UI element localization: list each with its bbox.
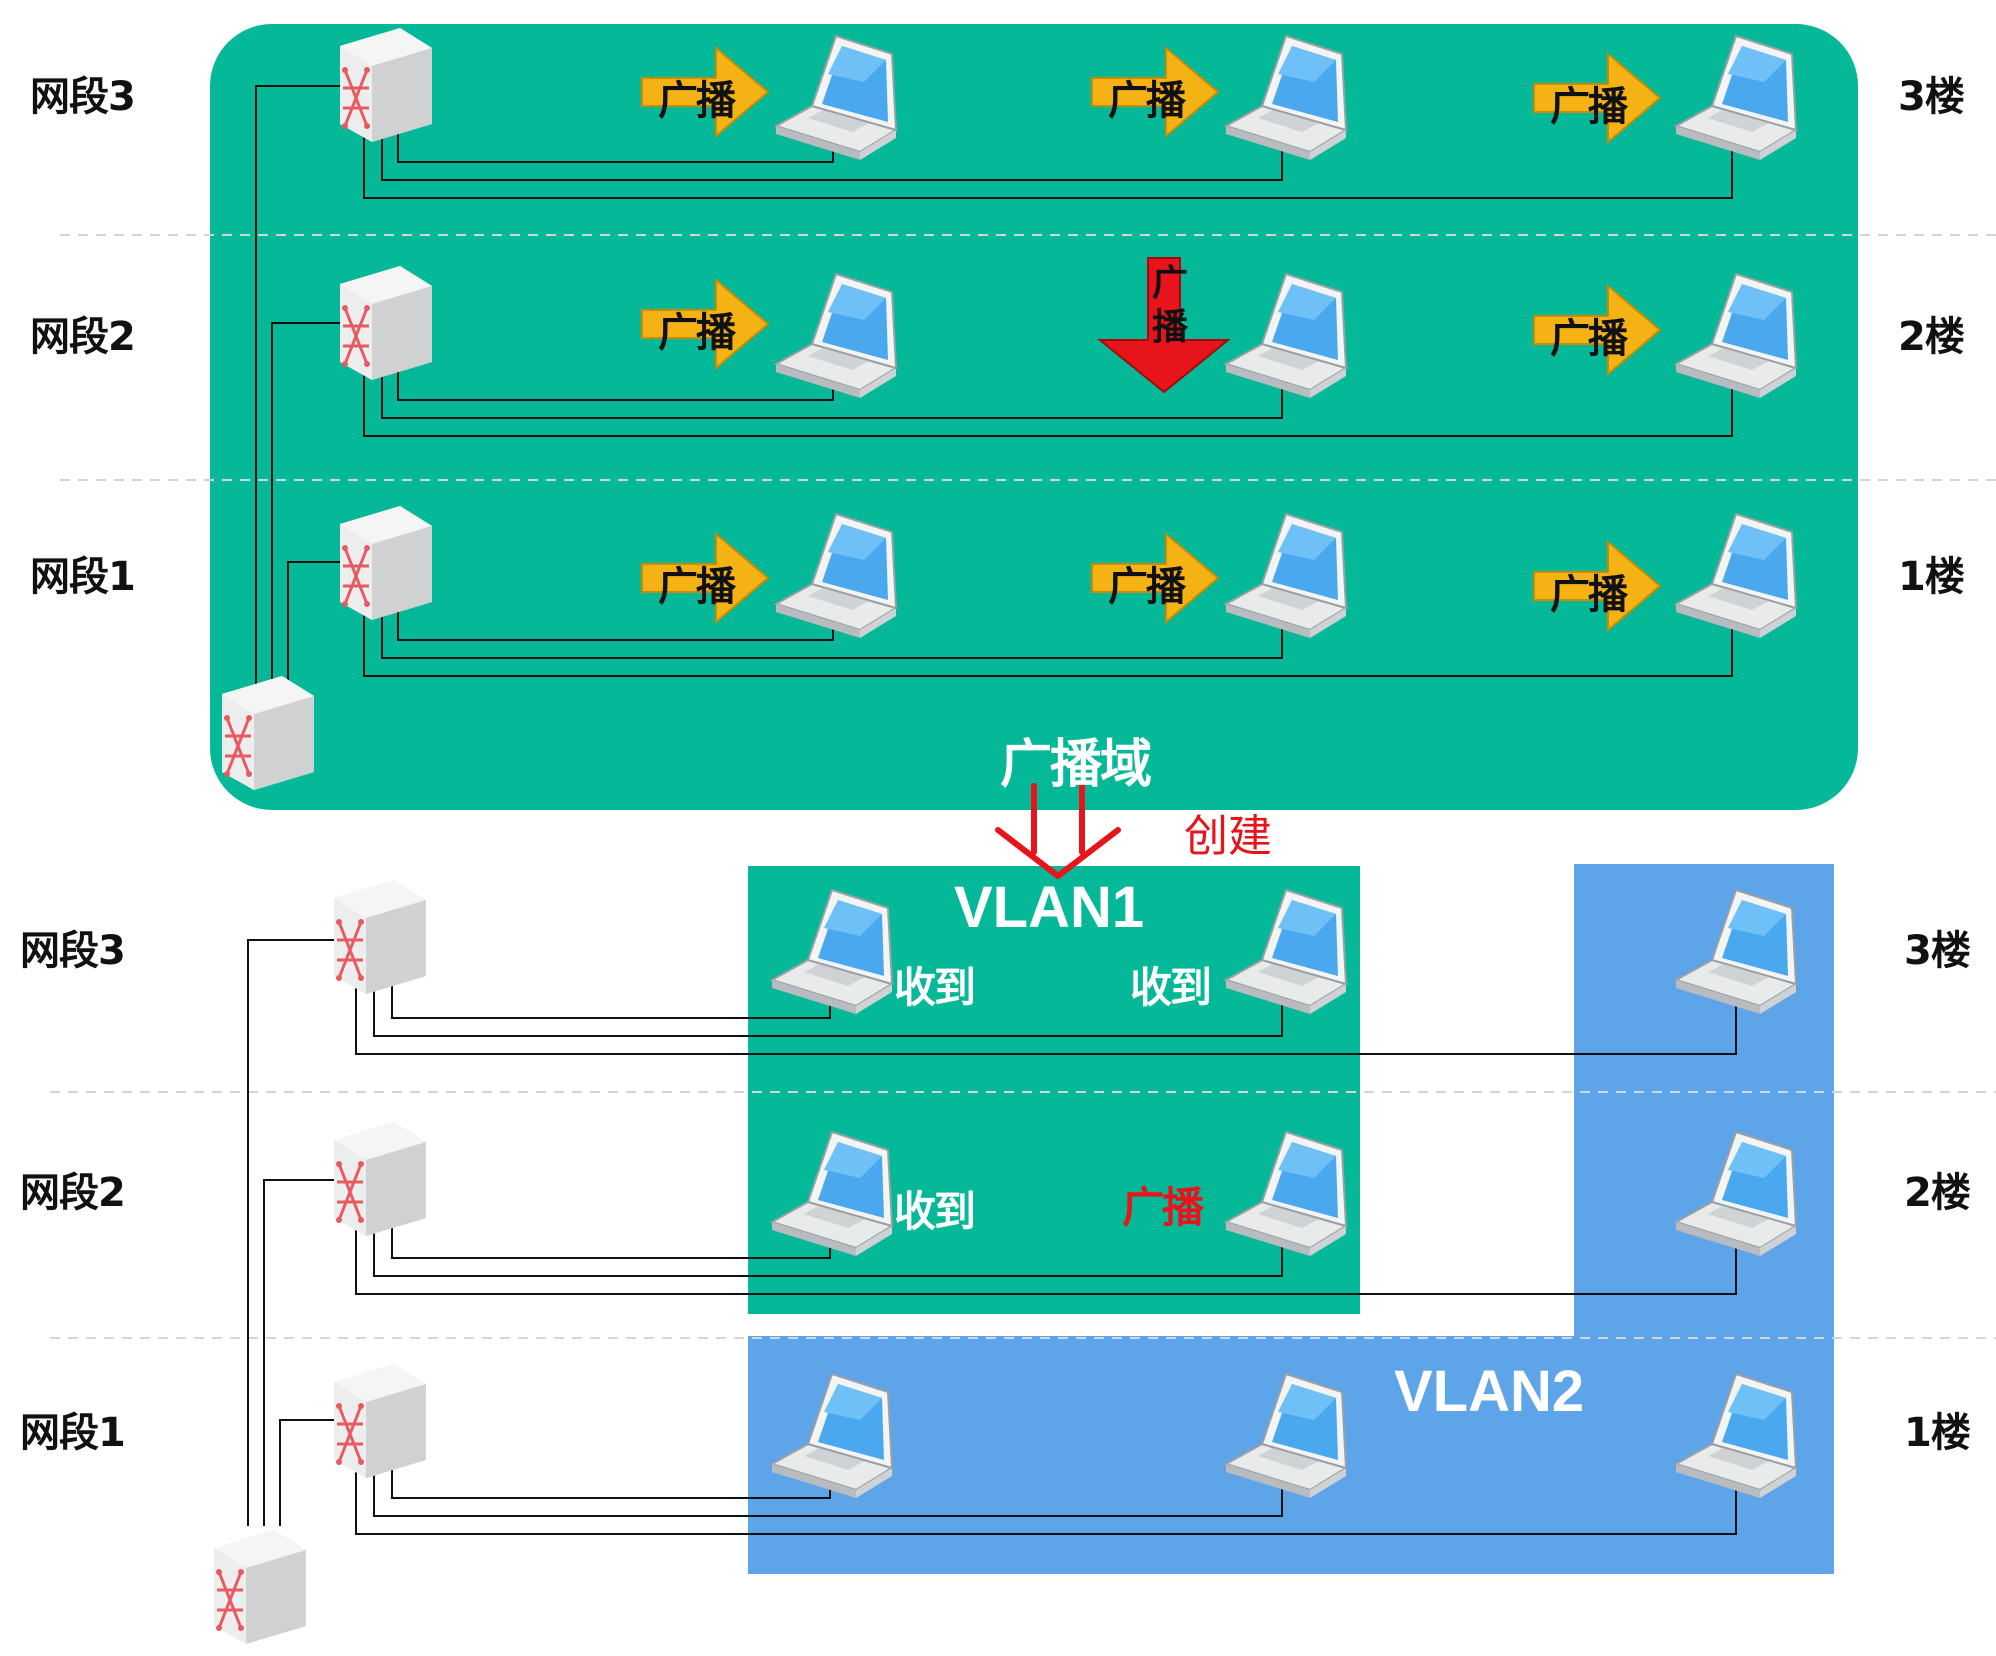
broadcast-label: 广播: [658, 564, 736, 610]
cable: [397, 358, 834, 401]
cable: [381, 598, 1283, 659]
right-arrow-icon: 广播: [1090, 526, 1225, 636]
segment-label: 网段2: [30, 314, 136, 360]
received-label: 收到: [894, 1187, 976, 1236]
cable: [397, 598, 834, 641]
uplink-cable: [247, 939, 334, 1526]
cable: [355, 978, 1737, 1055]
create-label: 创建: [1184, 811, 1272, 862]
cable: [363, 598, 1733, 677]
cable: [397, 120, 834, 163]
right-arrow-icon: 广播: [1090, 40, 1225, 150]
broadcast-domain-label: 广播域: [1000, 735, 1152, 795]
active-broadcast-label: 广播: [1152, 263, 1188, 348]
broadcast-label: 广播: [1550, 572, 1628, 618]
switch-icon: [212, 1528, 308, 1646]
broadcast-label: 广播: [658, 310, 736, 356]
uplink-cable: [263, 1179, 334, 1526]
broadcast-label: 广播: [1122, 1183, 1204, 1232]
floor-label: 3楼: [1904, 928, 1971, 974]
floor-label: 2楼: [1898, 314, 1965, 360]
cable: [373, 978, 1283, 1037]
cable: [381, 358, 1283, 419]
broadcast-label: 广播: [1108, 78, 1186, 124]
vlan2-area: [748, 864, 1834, 1574]
broadcast-label: 广播: [658, 78, 736, 124]
right-arrow-icon: 广播: [1532, 278, 1667, 388]
cable: [363, 120, 1733, 199]
switch-icon: [332, 1120, 428, 1238]
segment-label: 网段1: [30, 554, 136, 600]
segment-label: 网段1: [20, 1410, 126, 1456]
floor-label: 1楼: [1904, 1410, 1971, 1456]
cable: [363, 358, 1733, 437]
uplink-cable: [271, 322, 340, 690]
uplink-cable: [287, 561, 340, 690]
floor-label: 1楼: [1898, 554, 1965, 600]
broadcast-label: 广播: [1108, 564, 1186, 610]
received-label: 收到: [894, 963, 976, 1012]
cable: [391, 1218, 831, 1259]
switch-icon: [332, 878, 428, 996]
cable: [391, 978, 831, 1019]
switch-icon: [338, 504, 434, 622]
broadcast-label: 广播: [1550, 84, 1628, 130]
switch-icon: [338, 26, 434, 144]
right-arrow-icon: 广播: [1532, 46, 1667, 156]
right-arrow-icon: 广播: [1532, 534, 1667, 644]
cable: [391, 1460, 831, 1499]
right-arrow-icon: 广播: [640, 526, 775, 636]
segment-label: 网段2: [20, 1170, 126, 1216]
right-arrow-icon: 广播: [640, 272, 775, 382]
received-label: 收到: [1130, 963, 1212, 1012]
cable: [373, 1460, 1283, 1517]
cable: [355, 1218, 1737, 1295]
uplink-cable: [255, 85, 340, 690]
switch-icon: [332, 1362, 428, 1480]
uplink-cable: [279, 1419, 334, 1526]
cable: [355, 1460, 1737, 1535]
segment-label: 网段3: [30, 74, 136, 120]
cable: [381, 120, 1283, 181]
floor-label: 3楼: [1898, 74, 1965, 120]
vlan1-label: VLAN1: [954, 875, 1145, 940]
down-arrow-icon: [1097, 257, 1231, 394]
cable: [373, 1218, 1283, 1277]
create-arrow-icon: [995, 783, 1121, 879]
vlan2-label: VLAN2: [1394, 1359, 1585, 1424]
right-arrow-icon: 广播: [640, 40, 775, 150]
switch-icon: [220, 674, 316, 792]
floor-label: 2楼: [1904, 1170, 1971, 1216]
segment-label: 网段3: [20, 928, 126, 974]
switch-icon: [338, 264, 434, 382]
broadcast-label: 广播: [1550, 316, 1628, 362]
